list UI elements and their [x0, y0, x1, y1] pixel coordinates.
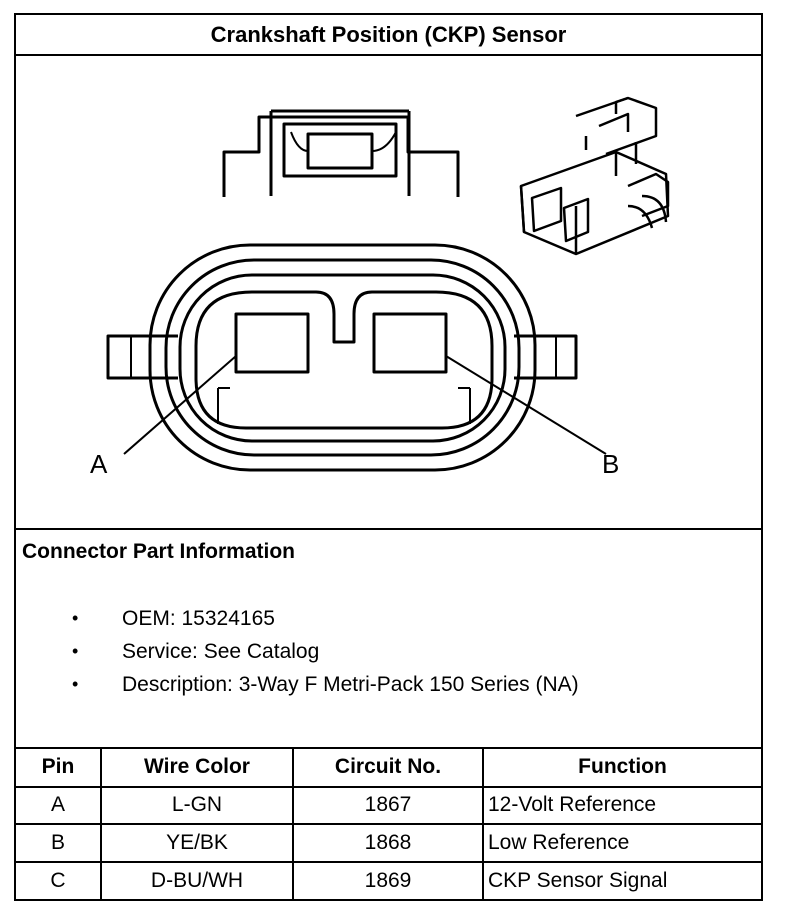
- header-function: Function: [482, 749, 761, 788]
- locking-tab-outline: [222, 115, 460, 197]
- cavity-ribs: [217, 387, 471, 424]
- table-row: B YE/BK 1868 Low Reference: [16, 823, 761, 863]
- info-item-description: • Description: 3-Way F Metri-Pack 150 Se…: [16, 668, 579, 701]
- right-ear: [514, 334, 578, 380]
- leader-a: [123, 355, 237, 455]
- cell-wire-color: D-BU/WH: [100, 860, 294, 899]
- cell-function: CKP Sensor Signal: [482, 860, 761, 899]
- pinout-table: Pin Wire Color Circuit No. Function A L-…: [16, 749, 761, 899]
- cavity-outline: [194, 290, 494, 430]
- page-title: Crankshaft Position (CKP) Sensor: [16, 15, 761, 56]
- terminal-b: [372, 312, 448, 374]
- header-pin: Pin: [16, 749, 102, 788]
- bullet-icon: •: [72, 674, 79, 694]
- callout-a-label: A: [90, 449, 108, 479]
- info-item-oem: • OEM: 15324165: [16, 602, 579, 635]
- table-row: A L-GN 1867 12-Volt Reference: [16, 785, 761, 825]
- connector-sheet: Crankshaft Position (CKP) Sensor: [14, 13, 763, 901]
- latch-inner: [282, 122, 398, 178]
- left-ear: [106, 334, 178, 380]
- info-list: • OEM: 15324165 • Service: See Catalog •…: [16, 602, 579, 701]
- cell-wire-color: L-GN: [100, 785, 294, 825]
- latch-curves: [290, 131, 397, 152]
- cell-circuit-no: 1869: [292, 860, 484, 899]
- callout-b-label: B: [602, 449, 620, 479]
- leader-b: [445, 355, 607, 455]
- latch-outline: [269, 109, 411, 196]
- header-wire-color: Wire Color: [100, 749, 294, 788]
- cell-pin: A: [16, 785, 102, 825]
- connector-part-information: Connector Part Information • OEM: 153241…: [16, 530, 761, 749]
- cell-function: 12-Volt Reference: [482, 785, 761, 825]
- cell-pin: B: [16, 823, 102, 863]
- info-heading: Connector Part Information: [22, 540, 296, 563]
- info-item-text: OEM: 15324165: [122, 607, 275, 630]
- info-item-text: Service: See Catalog: [122, 640, 320, 663]
- header-circuit-no: Circuit No.: [292, 749, 484, 788]
- table-row: C D-BU/WH 1869 CKP Sensor Signal: [16, 860, 761, 899]
- info-item-service: • Service: See Catalog: [16, 635, 579, 668]
- cell-pin: C: [16, 860, 102, 899]
- cell-circuit-no: 1868: [292, 823, 484, 863]
- shell-rim: [164, 258, 521, 457]
- shell-inner: [178, 273, 507, 443]
- cell-circuit-no: 1867: [292, 785, 484, 825]
- connector-face-illustration: [106, 96, 670, 472]
- terminal-a: [234, 312, 310, 374]
- connector-perspective-icon: [519, 96, 670, 256]
- connector-drawing: A B: [16, 56, 761, 530]
- cell-function: Low Reference: [482, 823, 761, 863]
- bullet-icon: •: [72, 641, 79, 661]
- info-item-text: Description: 3-Way F Metri-Pack 150 Seri…: [122, 673, 579, 696]
- latch-slot: [306, 132, 374, 170]
- table-header-row: Pin Wire Color Circuit No. Function: [16, 749, 761, 788]
- outer-shell: [148, 243, 537, 472]
- bullet-icon: •: [72, 608, 79, 628]
- cell-wire-color: YE/BK: [100, 823, 294, 863]
